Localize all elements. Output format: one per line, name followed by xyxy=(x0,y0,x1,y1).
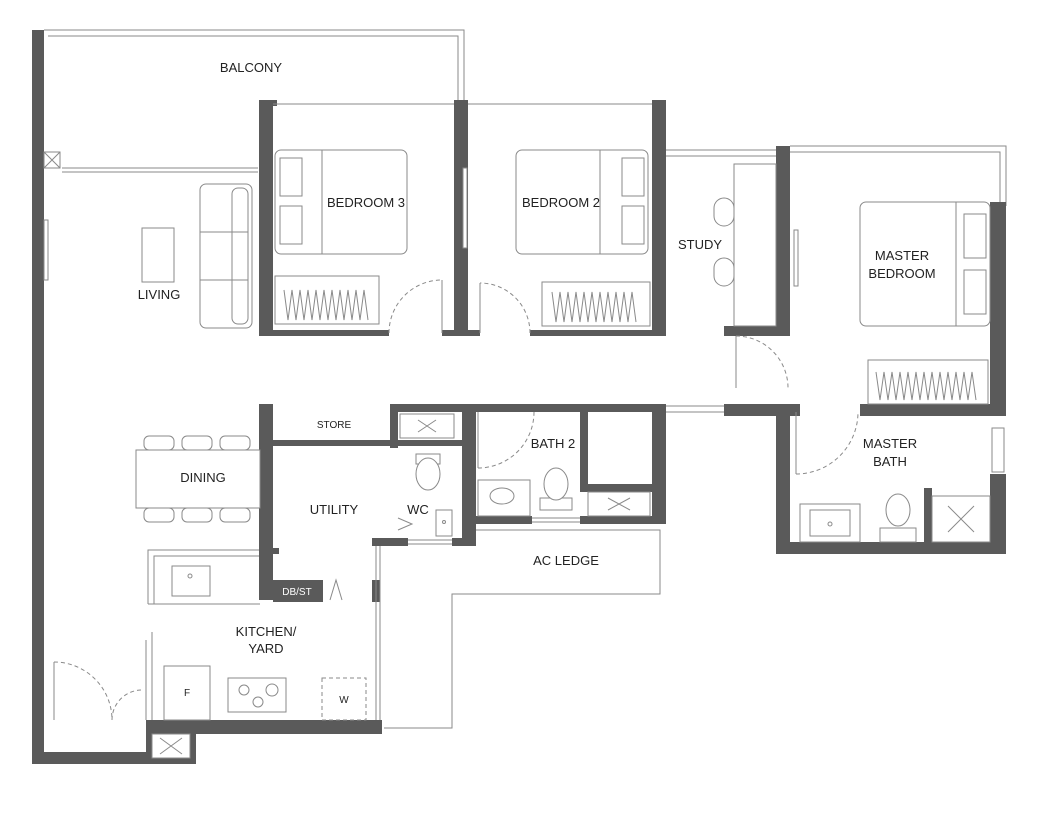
label-dining: DINING xyxy=(180,470,226,485)
label-bedroom-3: BEDROOM 3 xyxy=(327,195,405,210)
room-labels: BALCONY BEDROOM 3 BEDROOM 2 STUDY MASTER… xyxy=(138,60,936,706)
label-living: LIVING xyxy=(138,287,181,302)
label-washer: W xyxy=(339,695,349,706)
walls xyxy=(32,30,1007,764)
label-balcony: BALCONY xyxy=(220,60,282,75)
label-ac-ledge: AC LEDGE xyxy=(533,553,599,568)
label-bath-2: BATH 2 xyxy=(531,436,576,451)
furniture xyxy=(135,149,991,721)
doors xyxy=(53,279,859,721)
label-master-bedroom-1: MASTER xyxy=(875,248,929,263)
label-master-bath-2: BATH xyxy=(873,454,907,469)
label-bedroom-2: BEDROOM 2 xyxy=(522,195,600,210)
label-wc: WC xyxy=(407,502,429,517)
windows xyxy=(43,167,1005,545)
label-utility: UTILITY xyxy=(310,502,359,517)
label-study: STUDY xyxy=(678,237,722,252)
label-fridge: F xyxy=(184,688,190,699)
label-master-bedroom-2: BEDROOM xyxy=(868,266,935,281)
balcony-outline xyxy=(44,29,465,173)
label-store: STORE xyxy=(317,420,352,431)
label-db-st: DB/ST xyxy=(282,587,311,598)
label-kitchen-1: KITCHEN/ xyxy=(236,624,297,639)
label-kitchen-2: YARD xyxy=(248,641,283,656)
label-master-bath-1: MASTER xyxy=(863,436,917,451)
service-shafts xyxy=(43,151,991,759)
